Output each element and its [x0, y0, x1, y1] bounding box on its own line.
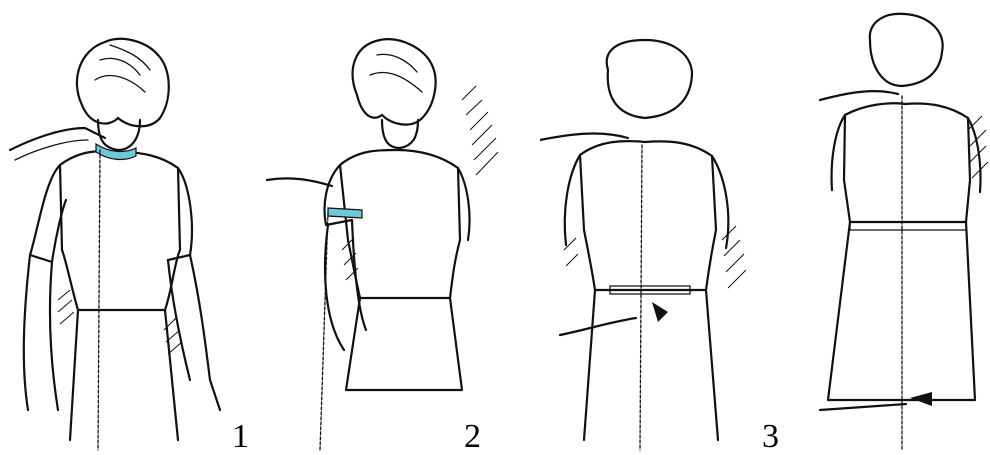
- skirt-outline: [346, 298, 462, 390]
- arrow-marker: [652, 302, 668, 322]
- figure-neck-measurement: 1: [0, 0, 240, 454]
- figure-upper-arm-measurement: [262, 0, 512, 454]
- full-length-drawing: [790, 0, 990, 454]
- measuring-tape: [320, 212, 328, 450]
- back-waist-length-drawing: [540, 0, 760, 454]
- hair: [353, 39, 436, 124]
- bodice-outline: [844, 103, 970, 222]
- upper-arm-measurement-drawing: [262, 0, 512, 454]
- hair: [607, 40, 692, 118]
- measurer-hand-top: [820, 91, 898, 100]
- figure-full-length: 3: [790, 0, 990, 454]
- bodice-outline: [340, 150, 460, 298]
- tape-arm-highlight: [328, 208, 362, 218]
- waist-tape: [850, 222, 966, 230]
- measurer-hand: [10, 128, 105, 150]
- skirt-outline: [584, 290, 718, 440]
- measurer-hand-top: [540, 134, 628, 140]
- hair: [77, 39, 169, 126]
- right-arm: [168, 255, 220, 410]
- arrow-marker: [910, 392, 932, 406]
- bodice-outline: [60, 151, 180, 310]
- figure-number: 2: [464, 420, 481, 454]
- figure-number: 1: [232, 420, 249, 454]
- skirt-outline: [70, 310, 178, 440]
- measurer-hand-bottom: [560, 318, 636, 335]
- measurer-hand: [267, 178, 332, 186]
- measurer-hand-bottom: [820, 404, 906, 410]
- bodice-outline: [580, 141, 716, 290]
- left-arm: [325, 220, 366, 350]
- figure-number: 3: [762, 420, 779, 454]
- measuring-tape: [98, 150, 100, 450]
- hair: [870, 14, 943, 86]
- left-sleeve: [565, 155, 580, 245]
- figure-back-waist-length: 2: [540, 0, 760, 454]
- shadow-hatching: [564, 226, 746, 288]
- neck-measurement-drawing: [0, 0, 240, 454]
- left-arm: [24, 255, 58, 410]
- measuring-tape: [640, 145, 642, 450]
